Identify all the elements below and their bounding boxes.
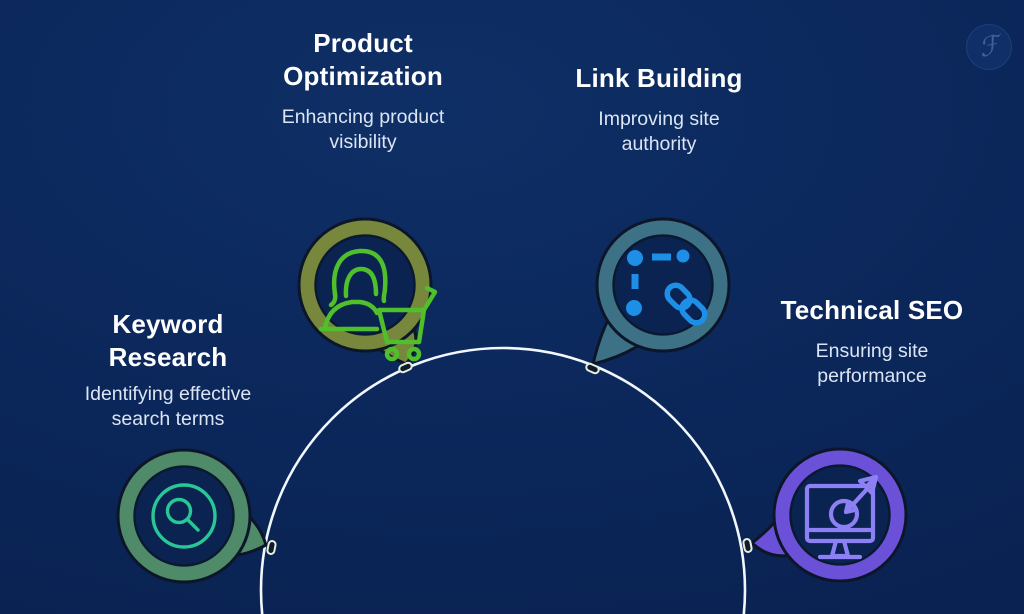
badge-outline (595, 217, 731, 353)
badge-outline (297, 217, 433, 353)
badge-inner-edge (612, 234, 714, 336)
watermark-glyph: ℱ (975, 30, 1003, 64)
technical-seo-title: Technical SEO (742, 294, 1002, 327)
title-line: Research (108, 342, 228, 372)
subtitle-line: performance (817, 365, 927, 387)
link-nodes-icon (626, 249, 708, 326)
subtitle-line: Identifying effective (84, 383, 252, 405)
subtitle-line: Enhancing product (281, 106, 445, 128)
title-line: Optimization (283, 61, 443, 91)
badge-product-optimization (297, 217, 438, 366)
badge-link-building (590, 217, 731, 367)
badge-inner-edge (133, 465, 235, 567)
badge-inner-edge (314, 234, 416, 336)
title-line: Keyword (112, 309, 224, 339)
product-optimization-subtitle: Enhancing product visibility (213, 105, 513, 155)
technical-seo-subtitle: Ensuring site performance (742, 339, 1002, 389)
shopper-cart-icon (318, 248, 438, 362)
subtitle-line: search terms (111, 408, 225, 430)
card-technical-seo: Technical SEO Ensuring site performance (742, 294, 1002, 389)
card-keyword-research: Keyword Research Identifying effective s… (28, 308, 308, 432)
card-link-building: Link Building Improving site authority (509, 62, 809, 157)
card-product-optimization: Product Optimization Enhancing product v… (213, 27, 513, 155)
title-line: Technical SEO (780, 295, 964, 325)
link-building-subtitle: Improving site authority (509, 107, 809, 157)
title-line: Product (313, 28, 413, 58)
badge-outline (116, 448, 252, 584)
badge-inner-edge (789, 464, 891, 566)
badge-ring (119, 451, 249, 581)
subtitle-line: authority (621, 133, 697, 155)
badge-technical-seo (750, 447, 908, 583)
link-building-title: Link Building (509, 62, 809, 95)
subtitle-line: visibility (329, 131, 397, 153)
magnifier-icon (151, 483, 217, 549)
subtitle-line: Improving site (598, 108, 720, 130)
keyword-research-subtitle: Identifying effective search terms (28, 382, 308, 432)
watermark-logo: ℱ (966, 24, 1012, 70)
badge-ring (300, 220, 430, 350)
keyword-research-title: Keyword Research (28, 308, 308, 374)
badge-keyword-research (116, 448, 268, 584)
badge-ring (775, 450, 905, 580)
badge-outline (772, 447, 908, 583)
subtitle-line: Ensuring site (815, 340, 929, 362)
title-line: Link Building (575, 63, 743, 93)
arc-circle (259, 346, 747, 614)
monitor-target-icon (804, 474, 879, 560)
product-optimization-title: Product Optimization (213, 27, 513, 93)
badge-ring (598, 220, 728, 350)
